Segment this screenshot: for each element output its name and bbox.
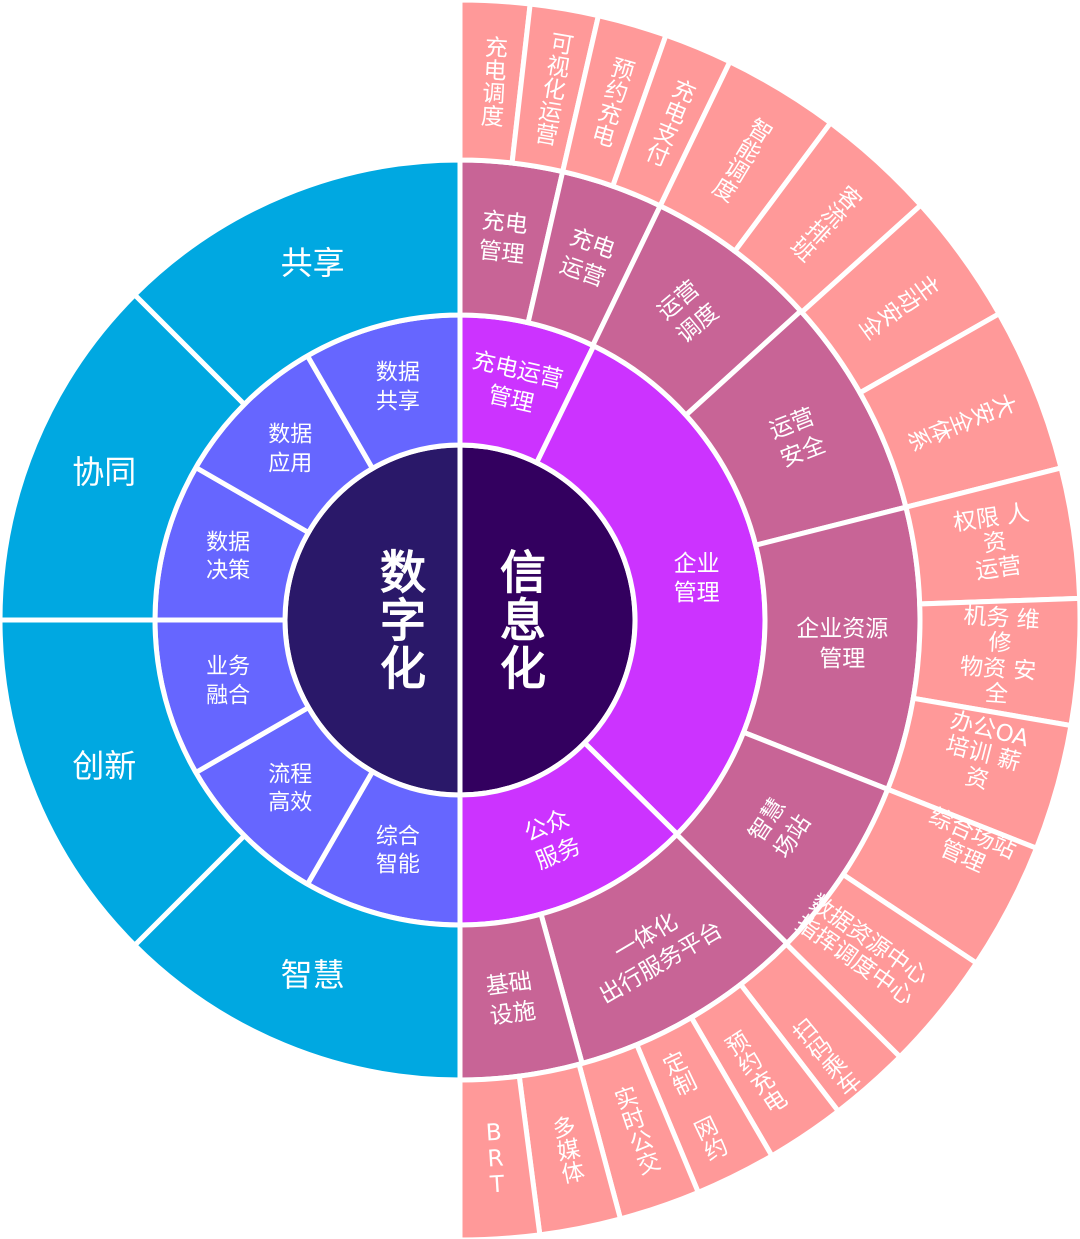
right-middle-label: 基础 设施 bbox=[484, 967, 538, 1030]
center-label-digitalization: 数字化 bbox=[373, 548, 427, 692]
left-outer-label: 协同 bbox=[72, 452, 137, 491]
left-inner-label: 数据 应用 bbox=[268, 422, 313, 477]
left-outer-label: 共享 bbox=[280, 244, 345, 283]
right-outer-label: 充电调度 bbox=[475, 34, 507, 128]
right-outer-label: BRT bbox=[479, 1119, 511, 1199]
left-inner-label: 数据 决策 bbox=[206, 530, 251, 584]
left-inner-label: 流程 高效 bbox=[268, 762, 313, 816]
center-label-informatization: 信息化 bbox=[493, 548, 547, 692]
right-outer-label: 机务 维修 物资 安全 bbox=[958, 602, 1041, 708]
right-middle-label: 企业资源 管理 bbox=[796, 615, 889, 672]
left-inner-label: 综合 智能 bbox=[375, 824, 420, 878]
left-inner-label: 业务 融合 bbox=[206, 654, 251, 709]
right-outer-segment bbox=[457, 1073, 543, 1239]
left-inner-label: 数据 共享 bbox=[375, 360, 420, 415]
left-outer-label: 智慧 bbox=[280, 955, 345, 994]
right-outer-label: 权限 人资 运营 bbox=[951, 499, 1031, 585]
right-middle-label: 充电 管理 bbox=[477, 208, 530, 269]
left-outer-label: 创新 bbox=[72, 747, 137, 786]
right-inner-label: 企业 管理 bbox=[673, 550, 720, 607]
